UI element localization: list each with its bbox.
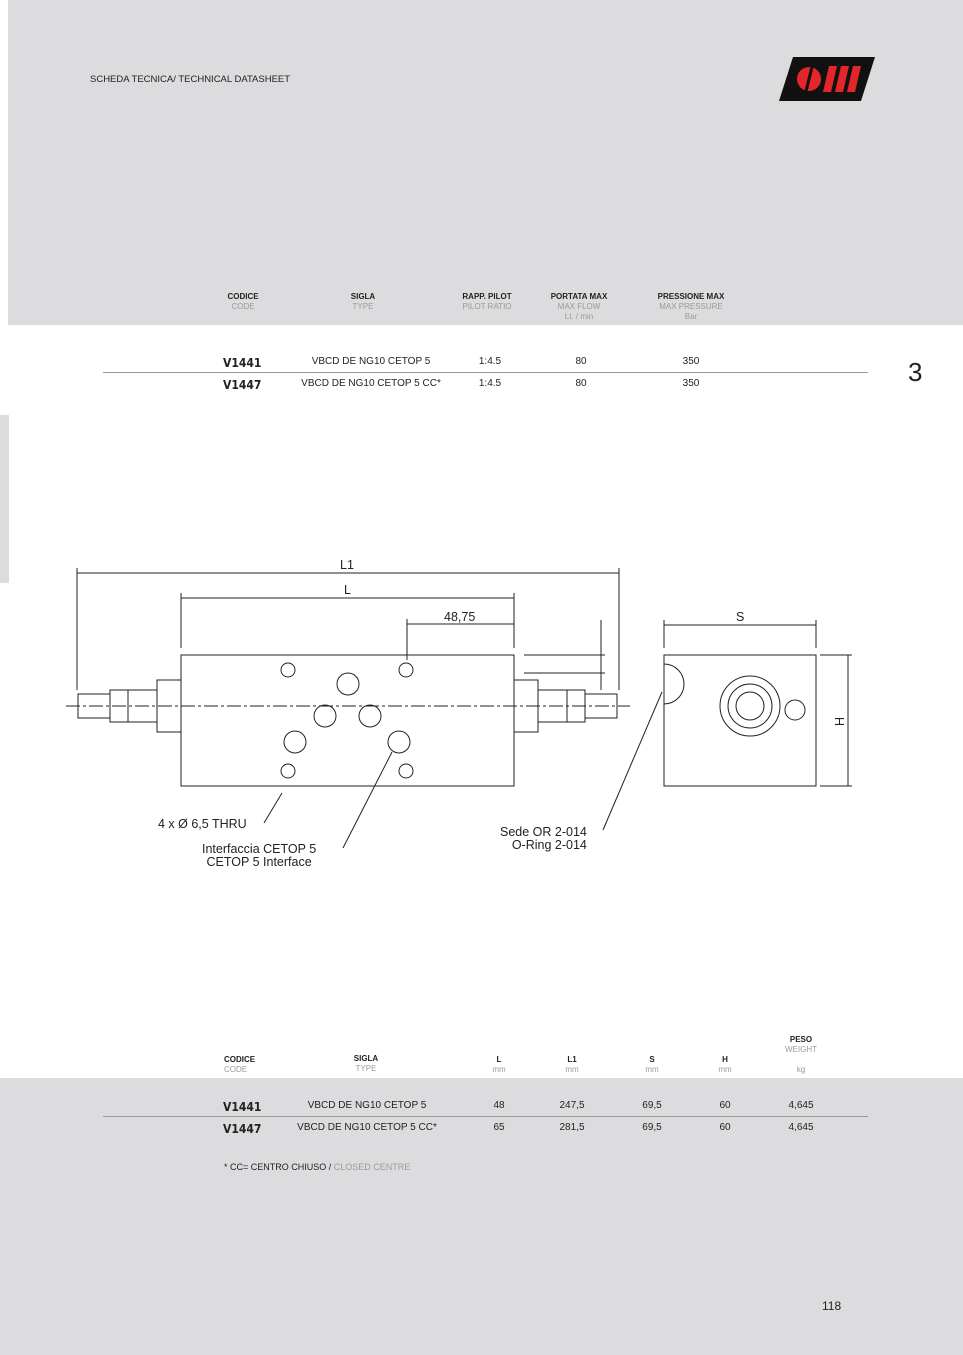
dim-H-label: H <box>833 716 848 727</box>
row-divider <box>103 372 868 373</box>
side-tab <box>0 415 9 583</box>
dim-S-label: S <box>736 610 745 624</box>
technical-drawing <box>66 568 852 849</box>
document-title: SCHEDA TECNICA/ TECHNICAL DATASHEET <box>90 74 291 85</box>
valve-body-side <box>602 654 817 831</box>
dim-4875-label: 48,75 <box>444 610 476 624</box>
header-band <box>8 0 963 325</box>
chapter-number: 3 <box>908 357 923 387</box>
note-holes: 4 x Ø 6,5 THRU <box>158 817 247 831</box>
page-number: 118 <box>822 1299 842 1313</box>
footer-band <box>0 1078 963 1355</box>
dimension-lines <box>76 568 852 787</box>
dim-L-label: L <box>344 583 351 597</box>
footnote: * CC= CENTRO CHIUSO / CLOSED CENTRE <box>224 1162 411 1171</box>
dim-L1-label: L1 <box>340 558 354 572</box>
row-divider <box>103 1116 868 1117</box>
company-logo <box>779 57 875 101</box>
valve-body-front <box>66 654 630 849</box>
